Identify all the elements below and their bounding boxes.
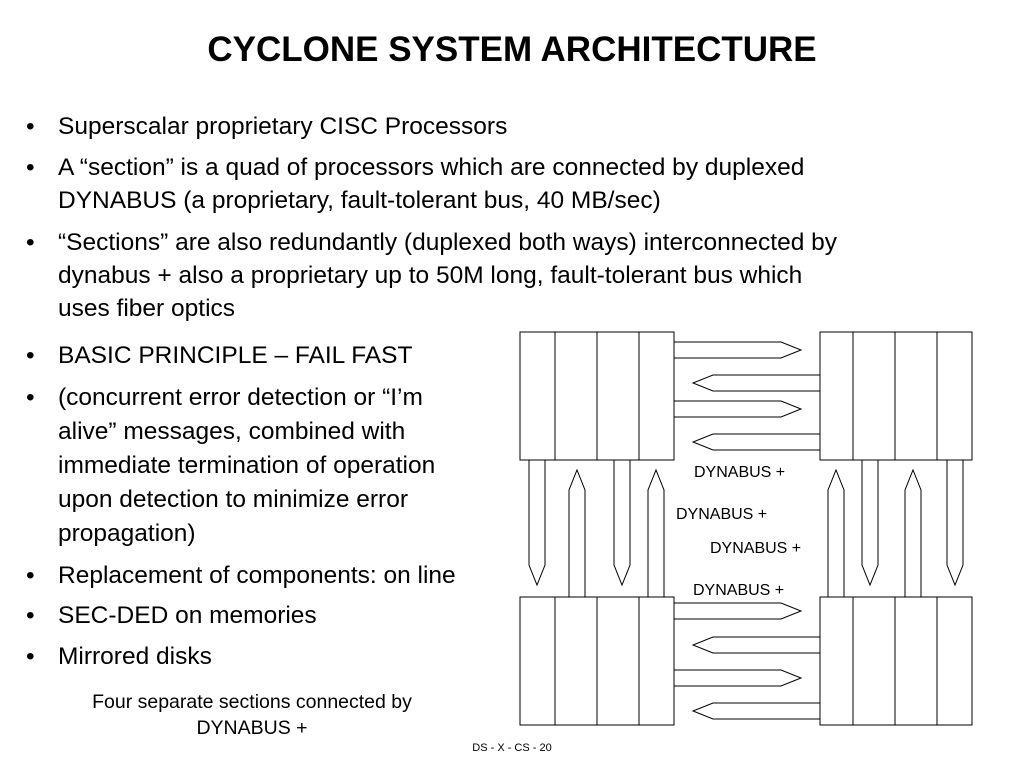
bus-arrow-left: [691, 374, 821, 392]
bullet-text-line: immediate termination of operation: [58, 452, 436, 479]
bullet-marker: •: [26, 643, 35, 670]
bus-arrow-right: [673, 400, 803, 418]
bullet-marker: •: [26, 602, 35, 629]
bullet-text-line: propagation): [58, 520, 196, 547]
section-bottom-right: [819, 596, 973, 726]
bullet-marker: •: [26, 562, 35, 589]
section-top-right: [819, 331, 973, 461]
bus-arrow-down: [528, 459, 546, 587]
dynabus-label: DYNABUS +: [710, 540, 801, 557]
bus-arrow-left: [691, 433, 821, 451]
bullet-text-line: uses fiber optics: [58, 295, 236, 322]
bullet-marker: •: [26, 229, 35, 256]
bullet-text-line: upon detection to minimize error: [58, 486, 408, 513]
caption-line: DYNABUS +: [196, 717, 308, 739]
bus-arrow-down: [946, 459, 964, 587]
bullet-text-line: “Sections” are also redundantly (duplexe…: [58, 229, 837, 256]
bus-arrow-up: [904, 468, 922, 598]
bullet-text-line: BASIC PRINCIPLE – FAIL FAST: [58, 342, 413, 369]
dynabus-label: DYNABUS +: [693, 582, 784, 599]
bullet-text-line: SEC-DED on memories: [58, 602, 317, 629]
bullet-text-line: (concurrent error detection or “I’m: [58, 384, 423, 411]
slide-title: CYCLONE SYSTEM ARCHITECTURE: [207, 30, 817, 69]
section-bottom-left: [519, 596, 675, 726]
dynabus-label: DYNABUS +: [676, 506, 767, 523]
bus-arrow-down: [861, 459, 879, 587]
diagram-caption: Four separate sections connected by DYNA…: [52, 689, 452, 741]
bus-arrow-right: [673, 669, 803, 687]
bullet-text-line: Mirrored disks: [58, 643, 212, 670]
caption-line: Four separate sections connected by: [92, 691, 412, 713]
bus-arrow-right: [673, 341, 803, 359]
bullet-text-line: DYNABUS (a proprietary, fault-tolerant b…: [58, 187, 661, 214]
bullet-text-line: dynabus + also a proprietary up to 50M l…: [58, 262, 803, 289]
bus-arrow-left: [691, 636, 821, 654]
bus-arrow-up: [647, 468, 665, 598]
bus-arrow-down: [613, 459, 631, 587]
bullet-text-line: Superscalar proprietary CISC Processors: [58, 113, 508, 140]
bus-arrow-up: [827, 468, 845, 598]
bullet-marker: •: [26, 154, 35, 181]
bullet-text-line: alive” messages, combined with: [58, 418, 406, 445]
dynabus-label: DYNABUS +: [694, 464, 785, 481]
bullet-marker: •: [26, 384, 35, 411]
slide-footer: DS - X - CS - 20: [472, 742, 552, 754]
bullet-text-line: Replacement of components: on line: [58, 562, 456, 589]
bus-arrow-right: [673, 602, 803, 620]
section-top-left: [519, 331, 675, 461]
bullet-marker: •: [26, 342, 35, 369]
bus-arrow-left: [691, 702, 821, 720]
bullet-text-line: A “section” is a quad of processors whic…: [58, 154, 805, 181]
bullet-marker: •: [26, 113, 35, 140]
bus-arrow-up: [568, 468, 586, 598]
